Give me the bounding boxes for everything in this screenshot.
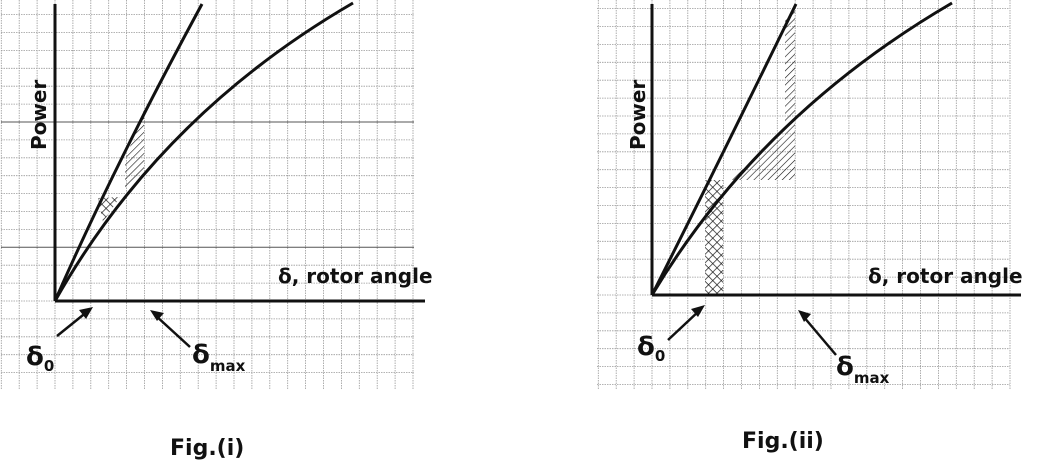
delta0-arrow [56,310,89,337]
hatched-area [730,8,795,180]
steep-power-curve [53,3,204,302]
crosshatched-area [98,197,120,222]
delta0-label: δ0 [26,342,54,375]
steep-power-curve [650,3,798,296]
figure-ii: Power δ, rotor angle δ0 δmax Fig.(ii) [597,0,1023,454]
grid-background [597,0,1011,390]
crosshatched-area [705,180,723,295]
shallow-power-curve [53,1,354,302]
figure-caption: Fig.(i) [170,436,244,461]
figure-i: Power δ, rotor angle δ0 δmax Fig.(i) [0,0,433,461]
shallow-power-curve [650,1,953,296]
deltamax-arrow [802,315,837,356]
hatched-area [125,110,144,190]
x-axis-label: δ, rotor angle [868,264,1023,288]
delta0-arrowhead [79,307,93,319]
x-axis-label: δ, rotor angle [278,264,433,288]
deltamax-label: δmax [192,340,246,375]
deltamax-arrowhead [798,310,811,322]
deltamax-arrowhead [150,310,164,321]
figure-caption: Fig.(ii) [742,429,824,454]
deltamax-arrow [154,314,191,348]
delta0-label: δ0 [637,332,665,365]
delta0-arrowhead [691,305,705,317]
delta0-arrow [667,309,701,341]
deltamax-label: δmax [836,352,890,387]
y-axis-label: Power [27,80,51,150]
y-axis-label: Power [626,80,650,150]
